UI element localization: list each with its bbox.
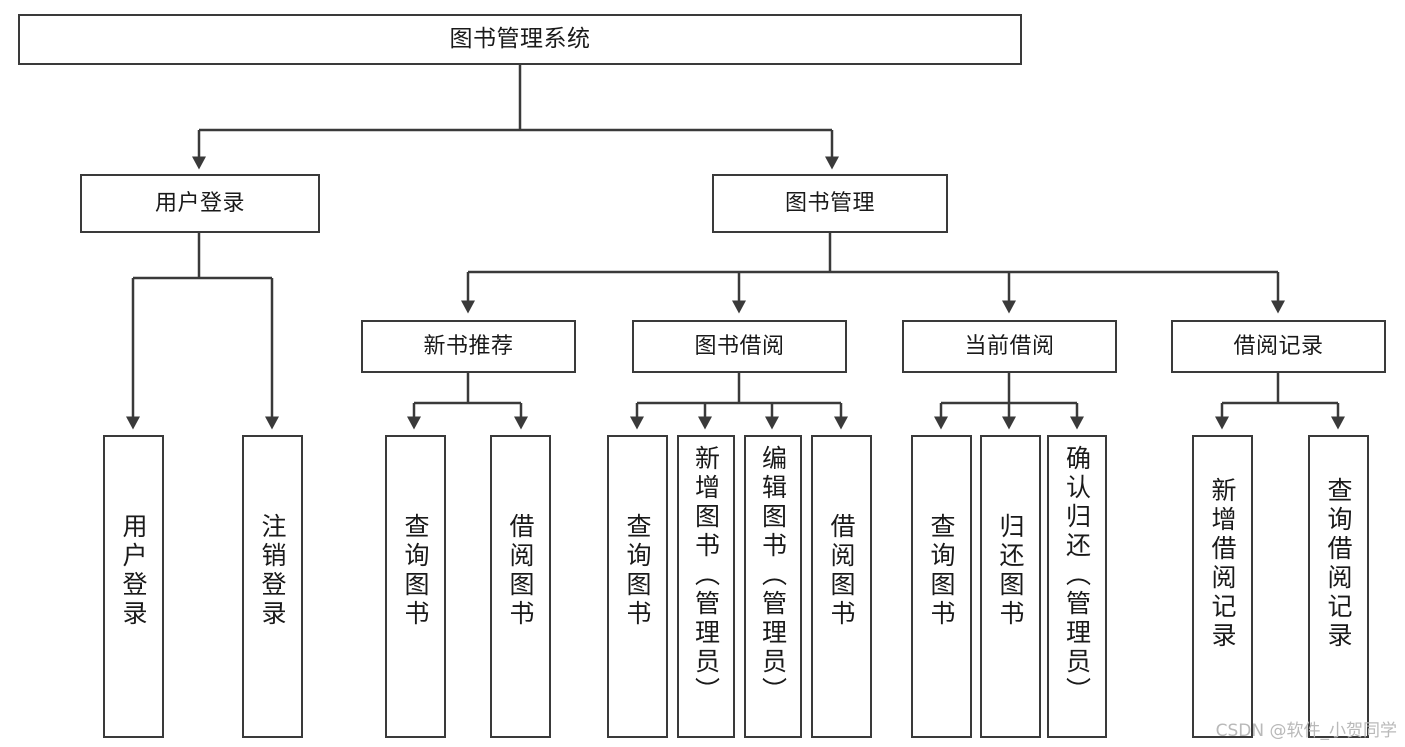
node-label: 图书管理 <box>784 190 875 216</box>
node-label: 查询借阅记录 <box>1324 477 1353 651</box>
leaf-return-books[interactable]: 归还图书 <box>980 435 1041 738</box>
node-label: 用户登录 <box>119 513 148 629</box>
leaf-user-login[interactable]: 用户登录 <box>103 435 164 738</box>
leaf-query-books-current[interactable]: 查询图书 <box>911 435 972 738</box>
node-label: 查询图书 <box>623 513 652 629</box>
node-new-book-recommendation[interactable]: 新书推荐 <box>361 320 576 373</box>
node-book-management[interactable]: 图书管理 <box>712 174 948 233</box>
node-book-borrowing[interactable]: 图书借阅 <box>632 320 847 373</box>
node-label: 查询图书 <box>927 513 956 629</box>
node-label: 确认归还（管理员） <box>1062 445 1092 706</box>
node-root-book-management-system[interactable]: 图书管理系统 <box>18 14 1022 65</box>
node-label: 新增图书（管理员） <box>691 445 721 706</box>
node-borrowing-records[interactable]: 借阅记录 <box>1171 320 1386 373</box>
csdn-watermark: CSDN @软件_小贺同学 <box>1215 721 1397 741</box>
node-label: 注销登录 <box>258 513 287 629</box>
node-label: 归还图书 <box>996 513 1025 629</box>
node-label: 图书借阅 <box>694 333 785 359</box>
leaf-borrow-books-borrowing[interactable]: 借阅图书 <box>811 435 872 738</box>
leaf-query-borrow-record[interactable]: 查询借阅记录 <box>1308 435 1369 738</box>
node-label: 借阅记录 <box>1233 333 1324 359</box>
node-label: 查询图书 <box>401 513 430 629</box>
node-label: 图书管理系统 <box>449 25 591 52</box>
leaf-borrow-books-recommendation[interactable]: 借阅图书 <box>490 435 551 738</box>
node-label: 新增借阅记录 <box>1208 477 1237 651</box>
node-label: 编辑图书（管理员） <box>758 445 788 706</box>
node-current-borrowing[interactable]: 当前借阅 <box>902 320 1117 373</box>
leaf-query-books-recommendation[interactable]: 查询图书 <box>385 435 446 738</box>
node-label: 新书推荐 <box>423 333 514 359</box>
leaf-add-book-admin[interactable]: 新增图书（管理员） <box>677 435 735 738</box>
leaf-edit-book-admin[interactable]: 编辑图书（管理员） <box>744 435 802 738</box>
node-label: 借阅图书 <box>827 513 856 629</box>
node-label: 用户登录 <box>154 190 245 216</box>
node-label: 当前借阅 <box>964 333 1055 359</box>
leaf-query-books-borrowing[interactable]: 查询图书 <box>607 435 668 738</box>
node-label: 借阅图书 <box>506 513 535 629</box>
leaf-confirm-return-admin[interactable]: 确认归还（管理员） <box>1047 435 1107 738</box>
leaf-add-borrow-record[interactable]: 新增借阅记录 <box>1192 435 1253 738</box>
leaf-logout[interactable]: 注销登录 <box>242 435 303 738</box>
node-user-login[interactable]: 用户登录 <box>80 174 320 233</box>
